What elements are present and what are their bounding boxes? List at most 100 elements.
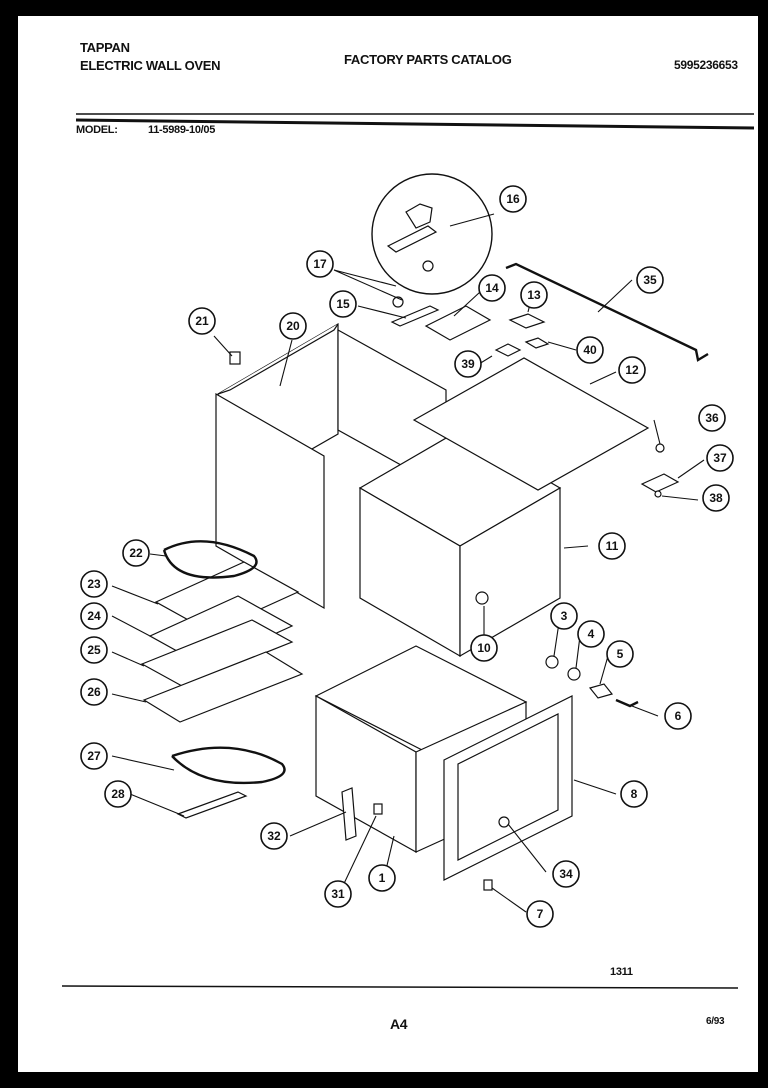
callout-7-label: 7 bbox=[537, 907, 544, 921]
part-37 bbox=[640, 473, 680, 493]
part-20-rear-top-edge bbox=[217, 323, 339, 395]
part-31 bbox=[373, 803, 383, 815]
callout-15-label: 15 bbox=[336, 297, 350, 311]
callout-20: 20 bbox=[279, 312, 307, 340]
callout-17-label: 17 bbox=[313, 257, 327, 271]
callout-13-label: 13 bbox=[527, 288, 541, 302]
part-22-broil-element bbox=[162, 540, 258, 579]
callout-39-label: 39 bbox=[461, 357, 475, 371]
callout-5: 5 bbox=[606, 640, 634, 668]
part-32-hinge bbox=[341, 787, 357, 841]
callout-26: 26 bbox=[80, 678, 108, 706]
callout-26-label: 26 bbox=[87, 685, 101, 699]
callout-11: 11 bbox=[598, 532, 626, 560]
footer-rule bbox=[61, 985, 739, 989]
exploded-parts-diagram: 16 17 15 14 13 35 40 39 12 21 20 36 37 3… bbox=[61, 113, 755, 989]
callout-37: 37 bbox=[706, 444, 734, 472]
part-5 bbox=[588, 683, 614, 699]
part-36 bbox=[655, 443, 665, 453]
callout-13: 13 bbox=[520, 281, 548, 309]
callout-1-label: 1 bbox=[379, 871, 386, 885]
part-25-rack bbox=[140, 619, 294, 687]
callout-3-label: 3 bbox=[561, 609, 568, 623]
part-17-screw-detail bbox=[422, 260, 434, 272]
callout-27: 27 bbox=[80, 742, 108, 770]
model-number: 11-5989-10/05 bbox=[148, 124, 216, 136]
part-26-rack bbox=[142, 651, 304, 723]
callout-10: 10 bbox=[470, 634, 498, 662]
callout-38-label: 38 bbox=[709, 491, 723, 505]
part-40 bbox=[524, 337, 550, 349]
callout-3: 3 bbox=[550, 602, 578, 630]
part-38 bbox=[654, 490, 662, 498]
catalog-title: FACTORY PARTS CATALOG bbox=[344, 52, 512, 67]
callout-32: 32 bbox=[260, 822, 288, 850]
part-4 bbox=[567, 667, 581, 681]
callout-35: 35 bbox=[636, 266, 664, 294]
callout-16-label: 16 bbox=[506, 192, 520, 206]
callout-12: 12 bbox=[618, 356, 646, 384]
callout-38: 38 bbox=[702, 484, 730, 512]
catalog-part-number: 5995236653 bbox=[674, 58, 738, 72]
callout-16: 16 bbox=[499, 185, 527, 213]
callout-8: 8 bbox=[620, 780, 648, 808]
callout-27-label: 27 bbox=[87, 749, 101, 763]
part-12-plate bbox=[412, 357, 650, 491]
part-7 bbox=[483, 879, 493, 891]
callout-28: 28 bbox=[104, 780, 132, 808]
callout-4: 4 bbox=[577, 620, 605, 648]
callout-23-label: 23 bbox=[87, 577, 101, 591]
callout-36: 36 bbox=[698, 404, 726, 432]
part-13 bbox=[508, 313, 546, 329]
callout-36-label: 36 bbox=[705, 411, 719, 425]
callout-35-label: 35 bbox=[643, 273, 657, 287]
callout-31: 31 bbox=[324, 880, 352, 908]
part-16-clip bbox=[386, 225, 438, 253]
callout-8-label: 8 bbox=[631, 787, 638, 801]
page-number: A4 bbox=[390, 1016, 408, 1032]
catalog-page: TAPPAN ELECTRIC WALL OVEN FACTORY PARTS … bbox=[18, 16, 758, 1072]
part-16-bracket bbox=[405, 203, 433, 229]
callout-12-label: 12 bbox=[625, 363, 639, 377]
callout-39: 39 bbox=[454, 350, 482, 378]
part-10 bbox=[475, 591, 489, 605]
part-3 bbox=[545, 655, 559, 669]
callout-40-label: 40 bbox=[583, 343, 597, 357]
callout-24-label: 24 bbox=[87, 609, 101, 623]
callout-34: 34 bbox=[552, 860, 580, 888]
callout-21: 21 bbox=[188, 307, 216, 335]
part-21 bbox=[229, 351, 241, 365]
diagram-code: 1311 bbox=[610, 966, 633, 978]
part-8-frame-inner bbox=[457, 713, 559, 861]
callout-4-label: 4 bbox=[588, 627, 595, 641]
callout-7: 7 bbox=[526, 900, 554, 928]
callout-25: 25 bbox=[80, 636, 108, 664]
part-27-bake-element bbox=[171, 746, 286, 785]
print-date: 6/93 bbox=[706, 1016, 725, 1027]
callout-6: 6 bbox=[664, 702, 692, 730]
callout-25-label: 25 bbox=[87, 643, 101, 657]
callout-5-label: 5 bbox=[617, 647, 624, 661]
callout-21-label: 21 bbox=[195, 314, 209, 328]
callout-1: 1 bbox=[368, 864, 396, 892]
callout-6-label: 6 bbox=[675, 709, 682, 723]
callout-31-label: 31 bbox=[331, 887, 345, 901]
header-rule-bottom bbox=[75, 118, 755, 130]
part-11-side bbox=[459, 486, 561, 658]
callout-20-label: 20 bbox=[286, 319, 300, 333]
product-name: ELECTRIC WALL OVEN bbox=[80, 58, 221, 73]
part-6 bbox=[615, 698, 639, 708]
callout-15: 15 bbox=[329, 290, 357, 318]
callout-10-label: 10 bbox=[477, 641, 491, 655]
model-label: MODEL: bbox=[76, 124, 118, 136]
callout-24: 24 bbox=[80, 602, 108, 630]
callout-28-label: 28 bbox=[111, 787, 125, 801]
part-39-fan bbox=[494, 343, 522, 357]
callout-11-label: 11 bbox=[606, 539, 619, 553]
part-20-left-panel bbox=[215, 392, 325, 610]
callout-22: 22 bbox=[122, 539, 150, 567]
brand-name: TAPPAN bbox=[80, 40, 130, 55]
callout-40: 40 bbox=[576, 336, 604, 364]
callout-14: 14 bbox=[478, 274, 506, 302]
callout-22-label: 22 bbox=[129, 546, 143, 560]
